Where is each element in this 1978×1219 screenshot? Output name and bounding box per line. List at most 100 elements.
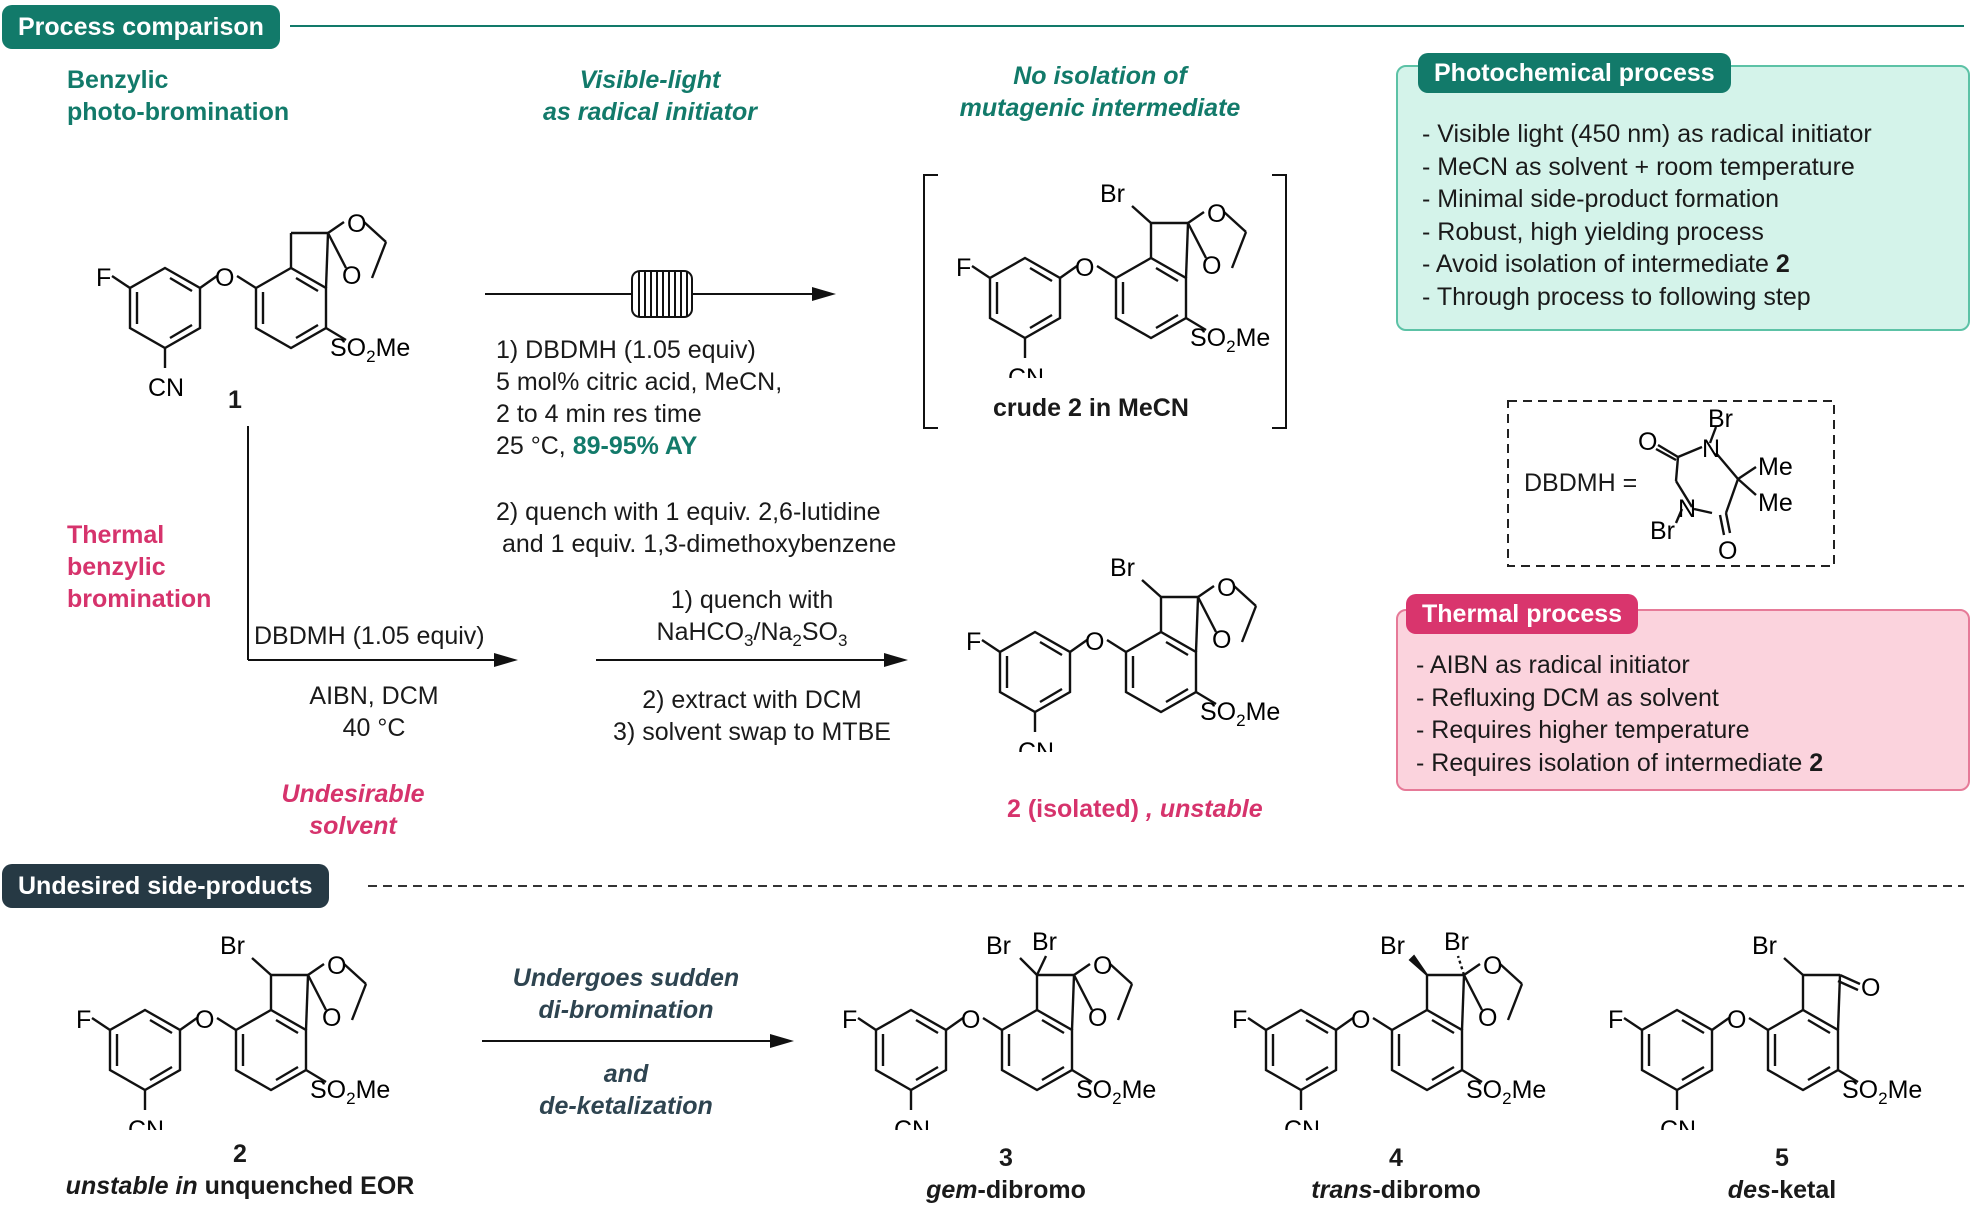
dbdmh-o-atom: O <box>1718 537 1737 565</box>
photochemical-item: - MeCN as solvent + room temperature <box>1422 152 1855 181</box>
cn-group: CN <box>1284 1116 1320 1130</box>
ketal-o-atom: O <box>322 1004 341 1032</box>
so2me-group: SO2Me <box>1466 1076 1546 1108</box>
compound-1-number: 1 <box>228 386 242 414</box>
photochemical-item: - Minimal side-product formation <box>1422 185 1780 213</box>
br-atom: Br <box>1110 554 1135 582</box>
thermal-condition-top: DBDMH (1.05 equiv) <box>254 622 485 650</box>
left-bracket <box>923 174 938 429</box>
o-atom: O <box>1075 254 1094 282</box>
thermal-condition-bottom-1: AIBN, DCM <box>309 682 439 710</box>
compound-3-structure: F CN O O O SO2Me Br Br <box>842 930 1156 1130</box>
isolated-2-label: 2 (isolated) , unstable <box>1007 795 1263 823</box>
workup-line-1: 1) quench with <box>670 586 834 614</box>
ketal-o-atom: O <box>1088 1004 1107 1032</box>
compound-3-number: 3 <box>999 1144 1013 1172</box>
thermal-process-title: Thermal process <box>1406 594 1639 634</box>
quench-line-2: and 1 equiv. 1,3-dimethoxybenzene <box>502 530 897 558</box>
ketal-o-atom: O <box>1207 200 1226 228</box>
photochemical-item: - Visible light (450 nm) as radical init… <box>1422 120 1872 148</box>
photochemical-item: - Through process to following step <box>1422 282 1811 311</box>
photochemical-item: - Robust, high yielding process <box>1422 217 1764 246</box>
dbdmh-label: DBDMH = <box>1524 469 1638 497</box>
compound-4-number: 4 <box>1389 1144 1403 1172</box>
photochemical-item: - Avoid isolation of intermediate 2 <box>1422 250 1790 278</box>
compound-2-isolated-structure: F CN O O O SO2Me Br <box>966 554 1280 752</box>
br-atom: Br <box>1100 180 1125 208</box>
compound-4-structure: F CN O O O SO2Me Br Br <box>1232 930 1546 1130</box>
ketal-o-atom: O <box>1483 952 1502 980</box>
dbdmh-me-group: Me <box>1758 453 1793 481</box>
flow-condition-3: 2 to 4 min res time <box>496 400 702 428</box>
thermal-item: - AIBN as radical initiator <box>1416 651 1690 679</box>
benzylic-label-line2: photo-bromination <box>67 98 290 126</box>
flow-condition-1: 1) DBDMH (1.05 equiv) <box>496 336 756 364</box>
o-atom: O <box>215 264 234 292</box>
br-atom: Br <box>1752 932 1777 960</box>
thermal-item: - Requires higher temperature <box>1416 716 1750 744</box>
quench-line-1: 2) quench with 1 equiv. 2,6-lutidine <box>496 498 881 526</box>
ketone-o-atom: O <box>1861 974 1880 1002</box>
crude-2-label: crude 2 in MeCN <box>993 394 1189 422</box>
dbdmh-me-group: Me <box>1758 489 1793 517</box>
photochemical-list: - Visible light (450 nm) as radical init… <box>1422 118 1872 313</box>
flow-condition-2: 5 mol% citric acid, MeCN, <box>496 368 783 396</box>
thermal-arrowhead <box>494 653 518 667</box>
ketal-o-atom: O <box>1202 252 1221 280</box>
dbdmh-n-atom: N <box>1678 495 1696 523</box>
side-compound-2-caption: unstable in unquenched EOR <box>65 1172 415 1200</box>
dbdmh-dashed-box <box>1507 400 1835 567</box>
workup-arrowhead <box>884 653 908 667</box>
dbdmh-br-atom: Br <box>1650 517 1675 545</box>
side-reaction-line-4: de-ketalization <box>539 1092 713 1120</box>
no-isolation-label-line1: No isolation of <box>1013 62 1187 90</box>
benzylic-label-line1: Benzylic <box>67 66 169 94</box>
thermal-process-box: - AIBN as radical initiator - Refluxing … <box>1396 609 1970 791</box>
cn-group: CN <box>1008 364 1044 378</box>
so2me-group: SO2Me <box>1190 324 1270 356</box>
f-atom: F <box>956 254 971 282</box>
dbdmh-structure: O N Br Me Me N Br O <box>1638 405 1793 565</box>
side-compound-2-number: 2 <box>233 1140 247 1168</box>
photochemical-process-box: - Visible light (450 nm) as radical init… <box>1396 65 1970 331</box>
visible-light-label-line2: as radical initiator <box>543 98 757 126</box>
o-atom: O <box>961 1006 980 1034</box>
no-isolation-label-line2: mutagenic intermediate <box>959 94 1241 122</box>
right-bracket <box>1272 174 1287 429</box>
flow-coil-reactor-icon <box>631 270 693 318</box>
br-atom: Br <box>220 932 245 960</box>
thermal-label-line3: bromination <box>67 585 212 613</box>
ketal-o-atom: O <box>1478 1004 1497 1032</box>
thermal-list: - AIBN as radical initiator - Refluxing … <box>1416 649 1823 779</box>
compound-5-structure: F CN O O SO2Me Br <box>1608 932 1922 1130</box>
side-products-header: Undesired side-products <box>2 864 329 908</box>
ketal-o-atom: O <box>1093 952 1112 980</box>
thermal-label-line1: Thermal <box>67 521 165 549</box>
o-atom: O <box>1351 1006 1370 1034</box>
compound-2-crude-structure: F CN O O O SO2Me Br <box>956 180 1270 378</box>
compound-2-side-structure: F CN O O O SO2Me Br <box>76 932 390 1130</box>
ketal-o-atom: O <box>1212 626 1231 654</box>
dbdmh-n-atom: N <box>1702 435 1720 463</box>
so2me-group: SO2Me <box>1842 1076 1922 1108</box>
undesirable-label-line2: solvent <box>309 812 397 840</box>
side-reaction-line-2: di-bromination <box>538 996 714 1024</box>
ketal-o-atom: O <box>342 262 361 290</box>
f-atom: F <box>842 1006 857 1034</box>
so2me-group: SO2Me <box>1076 1076 1156 1108</box>
f-atom: F <box>966 628 981 656</box>
thermal-label-line2: benzylic <box>67 553 166 581</box>
f-atom: F <box>1608 1006 1623 1034</box>
thermal-item: - Refluxing DCM as solvent <box>1416 683 1719 712</box>
ketal-o-atom: O <box>327 952 346 980</box>
dbdmh-br-atom: Br <box>1708 405 1733 433</box>
photochemical-process-title: Photochemical process <box>1418 53 1731 93</box>
so2me-group: SO2Me <box>1200 698 1280 730</box>
cn-group: CN <box>148 374 184 402</box>
photo-arrowhead <box>812 287 836 301</box>
f-atom: F <box>1232 1006 1247 1034</box>
workup-line-3: 2) extract with DCM <box>642 686 862 714</box>
compound-5-caption: des-ketal <box>1727 1176 1837 1204</box>
